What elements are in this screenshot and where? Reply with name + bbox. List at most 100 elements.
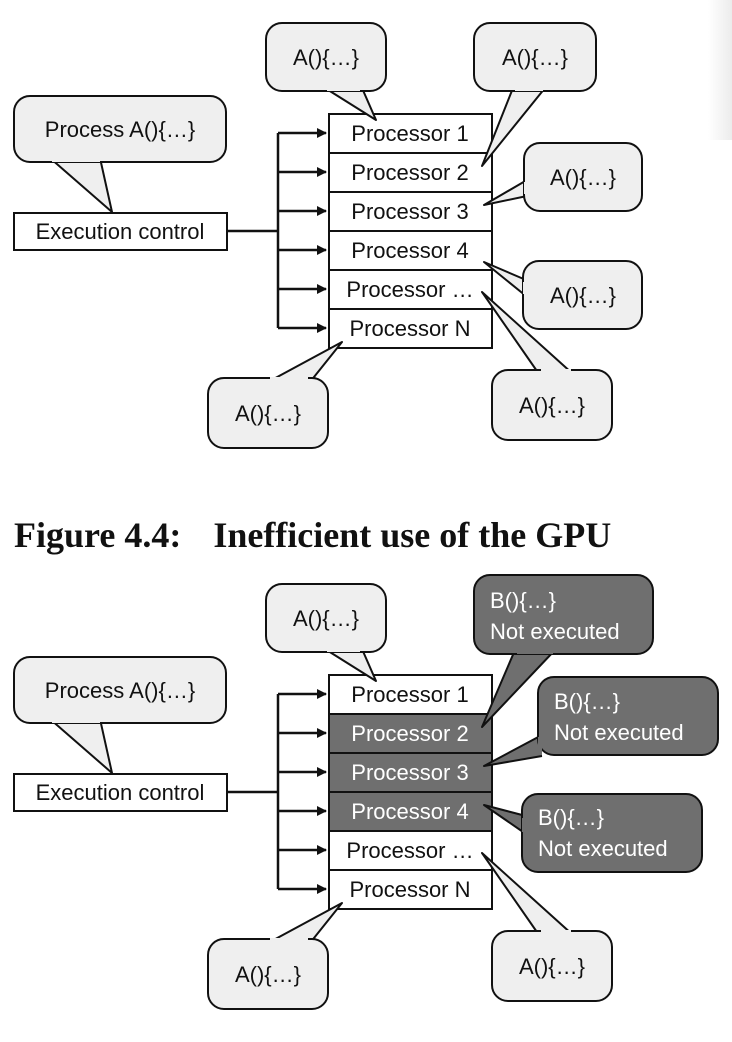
- processor-callout: A(){…}: [473, 22, 597, 167]
- callout-line-1: B(){…}: [538, 805, 604, 830]
- processor-stack: Processor 1 Processor 2 Processor 3 Proc…: [328, 674, 493, 910]
- callout-line-2: Not executed: [538, 836, 668, 861]
- processor-row: Processor 4: [328, 791, 493, 832]
- dispatch-arrows: [227, 128, 327, 333]
- callout-bubble: [521, 793, 703, 873]
- processor-callout: A(){…}: [265, 583, 387, 682]
- processor-box: [328, 308, 493, 349]
- processor-row: Processor …: [328, 830, 493, 871]
- callout-line-1: A(){…}: [519, 954, 585, 979]
- processor-box: [328, 713, 493, 754]
- figure-title: Inefficient use of the GPU: [213, 515, 612, 555]
- callout-pointer: [481, 291, 574, 375]
- callout-line-2: Not executed: [554, 720, 684, 745]
- callout-bubble: [537, 676, 719, 756]
- callout-line-1: A(){…}: [293, 45, 359, 70]
- processor-row: Processor N: [328, 869, 493, 910]
- processor-label: Processor …: [346, 277, 473, 302]
- callout-pointer: [483, 261, 527, 297]
- processor-box: [328, 113, 493, 154]
- processor-callout: A(){…}: [483, 142, 643, 212]
- callout-pointer: [483, 179, 528, 206]
- control-callout-bubble: [13, 95, 227, 163]
- control-callout-text: Process A(){…}: [45, 678, 195, 703]
- processor-callout: A(){…}: [481, 291, 613, 441]
- control-callout-text: Process A(){…}: [45, 117, 195, 142]
- callout-pointer: [481, 649, 556, 728]
- callout-line-1: A(){…}: [235, 962, 301, 987]
- execution-control-box: [13, 773, 228, 812]
- callout-line-1: A(){…}: [519, 393, 585, 418]
- processor-label: Processor 4: [351, 238, 468, 263]
- dispatch-arrows: [227, 689, 327, 894]
- callout-pointer: [481, 852, 574, 936]
- processor-row: Processor …: [328, 269, 493, 310]
- callout-bubble: [522, 260, 643, 330]
- control-callout: Process A(){…}: [13, 656, 227, 774]
- processor-box: [328, 674, 493, 715]
- processor-callout: A(){…}: [483, 260, 643, 330]
- processor-row: Processor 1: [328, 113, 493, 154]
- callout-pointer: [267, 902, 343, 944]
- processor-row: Processor 3: [328, 191, 493, 232]
- callout-bubble: [207, 377, 329, 449]
- callout-pointer: [483, 804, 527, 835]
- processor-label: Processor 3: [351, 760, 468, 785]
- callout-line-1: B(){…}: [490, 588, 556, 613]
- processor-row: Processor 3: [328, 752, 493, 793]
- processor-label: Processor 2: [351, 160, 468, 185]
- processor-label: Processor N: [349, 316, 470, 341]
- callout-line-1: A(){…}: [550, 283, 616, 308]
- callout-pointer: [267, 341, 343, 383]
- processor-label: Processor N: [349, 877, 470, 902]
- execution-control-label: Execution control: [36, 780, 205, 805]
- processor-box: [328, 791, 493, 832]
- processor-stack: Processor 1 Processor 2 Processor 3 Proc…: [328, 113, 493, 349]
- callout-pointer: [324, 648, 377, 682]
- processor-label: Processor …: [346, 838, 473, 863]
- figure-caption: Figure 4.4: Inefficient use of the GPU: [14, 514, 714, 556]
- callout-line-1: A(){…}: [293, 606, 359, 631]
- processor-label: Processor 1: [351, 121, 468, 146]
- processor-label: Processor 3: [351, 199, 468, 224]
- execution-control: Execution control: [13, 773, 228, 812]
- processor-box: [328, 230, 493, 271]
- callout-bubble: [265, 22, 387, 92]
- processor-callout: A(){…}: [481, 852, 613, 1002]
- callout-line-2: Not executed: [490, 619, 620, 644]
- processor-callout: B(){…} Not executed: [483, 676, 719, 767]
- processor-callout: A(){…}: [207, 341, 343, 449]
- callout-line-1: A(){…}: [550, 165, 616, 190]
- processor-row: Processor 2: [328, 713, 493, 754]
- processor-label: Processor 1: [351, 682, 468, 707]
- processor-row: Processor N: [328, 308, 493, 349]
- callout-bubble: [207, 938, 329, 1010]
- processor-box: [328, 752, 493, 793]
- processor-row: Processor 4: [328, 230, 493, 271]
- callout-bubble: [523, 142, 643, 212]
- callout-bubble: [265, 583, 387, 653]
- execution-control: Execution control: [13, 212, 228, 251]
- processor-callout: A(){…}: [207, 902, 343, 1010]
- control-callout-pointer: [49, 718, 113, 774]
- processor-callout: B(){…} Not executed: [483, 793, 703, 873]
- figure-number: Figure 4.4:: [14, 515, 182, 555]
- control-callout-pointer: [49, 157, 113, 213]
- callout-pointer: [481, 87, 546, 167]
- figure-2: Process A(){…} Execution control Process…: [13, 574, 719, 1010]
- processor-box: [328, 269, 493, 310]
- processor-callout: B(){…} Not executed: [473, 574, 654, 728]
- callout-pointer: [483, 734, 543, 767]
- processor-row: Processor 1: [328, 674, 493, 715]
- callout-line-1: A(){…}: [502, 45, 568, 70]
- callout-bubble: [473, 574, 654, 655]
- processor-label: Processor 4: [351, 799, 468, 824]
- processor-box: [328, 152, 493, 193]
- control-callout: Process A(){…}: [13, 95, 227, 213]
- execution-control-label: Execution control: [36, 219, 205, 244]
- execution-control-box: [13, 212, 228, 251]
- callout-line-1: A(){…}: [235, 401, 301, 426]
- callout-pointer: [324, 87, 377, 121]
- processor-box: [328, 869, 493, 910]
